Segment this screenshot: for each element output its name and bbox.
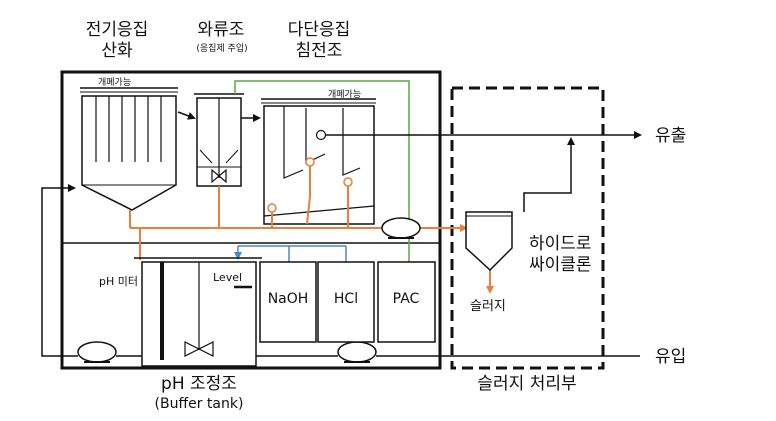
sludge-outlet-icon (267, 203, 277, 213)
swirl-impeller-icon (211, 168, 227, 184)
buffer-impeller-icon (184, 341, 214, 357)
pump-icon (381, 217, 421, 239)
hydrocyclone-label-line1: 하이드로 (529, 234, 592, 254)
hcl-label: HCl (334, 291, 358, 307)
pac-label: PAC (393, 291, 420, 307)
hydrocyclone (465, 211, 513, 272)
multi-label-line1: 다단응집 (288, 20, 351, 40)
buffer-tank-label: (Buffer tank) (155, 396, 244, 412)
hydrocyclone-label-line2: 싸이클론 (529, 255, 592, 275)
main-enclosure (60, 70, 442, 370)
sludge-outlet-icon (343, 177, 353, 187)
outflow-label: 유출 (655, 126, 686, 146)
openable-label: 개폐가능 (98, 76, 131, 88)
naoh-label: NaOH (268, 291, 309, 307)
swirl-note: (응집제 주입) (196, 42, 247, 54)
inflow-label: 유입 (655, 347, 686, 367)
outlet-port-icon (315, 129, 327, 141)
naoh-tank (259, 261, 317, 343)
eo-label-line2: 산화 (101, 41, 133, 61)
pac-tank (377, 261, 436, 343)
swirl-label: 와류조 (198, 20, 245, 40)
ph-meter-label: pH 미터 (99, 275, 138, 288)
sludge-unit-label: 슬러지 처리부 (477, 374, 576, 394)
hcl-tank (317, 261, 375, 343)
multistage-sedimentation-tank (261, 98, 376, 225)
electro-coagulation-tank (80, 87, 178, 211)
swirl-tank (194, 93, 244, 187)
pump-icon (337, 341, 377, 363)
chemical-dosing-lines (234, 245, 347, 262)
eo-label-line1: 전기응집 (86, 20, 149, 40)
pump-icon (77, 341, 117, 363)
electrode-plates (95, 96, 162, 162)
sludge-label: 슬러지 (470, 299, 506, 314)
pac-feed-line (234, 80, 410, 262)
level-label: Level (213, 271, 242, 284)
ph-buffer-tank (134, 257, 262, 367)
sludge-outlet-icon (305, 157, 315, 167)
ph-tank-label: pH 조정조 (161, 374, 237, 394)
sludge-flow-lines (129, 162, 494, 294)
openable-label: 개폐가능 (328, 88, 361, 100)
multi-label-line2: 침전조 (296, 41, 343, 61)
